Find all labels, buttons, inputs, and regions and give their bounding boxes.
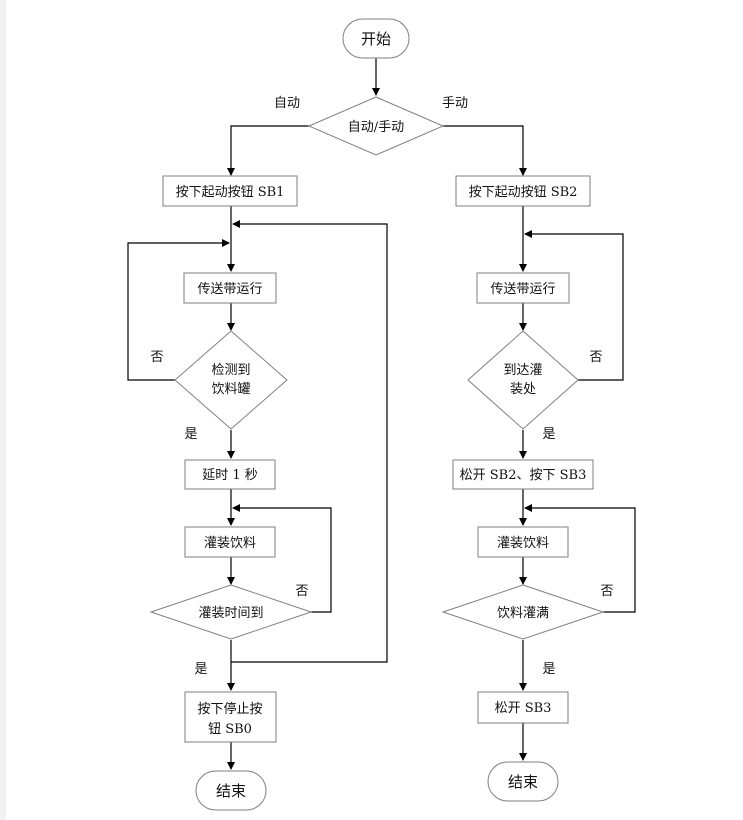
manual-conveyor-label: 传送带运行 [490,282,555,297]
auto-filltime-yes-label: 是 [194,662,207,677]
auto-conveyor-label: 传送带运行 [197,282,262,297]
manual-end-terminator: 结束 [487,761,559,802]
auto-detect-label-1: 检测到 [211,363,250,378]
auto-fill-box: 灌装饮料 [184,526,276,558]
auto-end-terminator: 结束 [195,770,267,811]
start-terminator: 开始 [342,18,410,59]
connector-arrive-no-loop [524,230,624,381]
manual-arrive-no-label: 否 [589,350,602,365]
manual-release-sb3-label: 松开 SB3 [495,701,552,716]
auto-filltime-label: 灌装时间到 [198,606,263,621]
left-margin-strip [0,0,6,820]
auto-delay-label: 延时 1 秒 [202,468,258,483]
auto-detect-no-label: 否 [150,350,163,365]
auto-detect-decision: 检测到 饮料罐 [174,330,288,430]
manual-full-yes-label: 是 [542,662,555,677]
branch-manual-label: 手动 [442,96,468,111]
connector-full-no-loop [524,504,636,613]
auto-stop-box: 按下停止按 钮 SB0 [184,691,277,743]
manual-release-label: 松开 SB2、按下 SB3 [460,468,587,483]
manual-arrive-decision: 到达灌 装处 [467,330,579,430]
start-label: 开始 [361,30,391,48]
connector-mode-to-auto [227,125,309,176]
manual-fill-box: 灌装饮料 [477,526,569,558]
auto-detect-yes-label: 是 [184,427,197,442]
auto-fill-label: 灌装饮料 [204,536,256,551]
connector-return-loop [231,220,388,663]
auto-end-label: 结束 [216,782,246,800]
manual-full-label: 饮料灌满 [497,606,549,621]
auto-stop-label-2: 钮 SB0 [208,722,252,737]
mode-decision-label: 自动/手动 [348,120,404,135]
manual-press-start-label: 按下起动按钮 SB2 [469,185,578,200]
auto-delay-box: 延时 1 秒 [184,459,276,490]
auto-stop-label-1: 按下停止按 [197,701,262,717]
auto-filltime-decision: 灌装时间到 [149,584,313,640]
manual-arrive-yes-label: 是 [542,427,555,442]
manual-release-sb3-box: 松开 SB3 [477,691,569,724]
manual-arrive-label-1: 到达灌 [503,363,542,378]
auto-press-start-label: 按下起动按钮 SB1 [176,185,285,200]
manual-press-start-box: 按下起动按钮 SB2 [455,175,591,207]
auto-conveyor-box: 传送带运行 [183,272,277,304]
branch-auto-label: 自动 [274,96,300,111]
connector-mode-to-manual [443,125,527,176]
manual-full-no-label: 否 [600,584,613,599]
auto-filltime-no-label: 否 [295,584,308,599]
mode-decision: 自动/手动 [307,96,445,156]
manual-arrive-label-2: 装处 [510,382,536,397]
manual-fill-label: 灌装饮料 [497,536,549,551]
auto-press-start-box: 按下起动按钮 SB1 [162,175,298,207]
connector-filltime-no-loop [232,504,332,613]
auto-detect-label-2: 饮料罐 [211,382,250,397]
manual-release-box: 松开 SB2、按下 SB3 [452,459,594,490]
manual-end-label: 结束 [508,773,538,791]
manual-conveyor-box: 传送带运行 [476,272,570,304]
connector-detect-no-loop [127,239,230,381]
manual-full-decision: 饮料灌满 [441,584,605,640]
